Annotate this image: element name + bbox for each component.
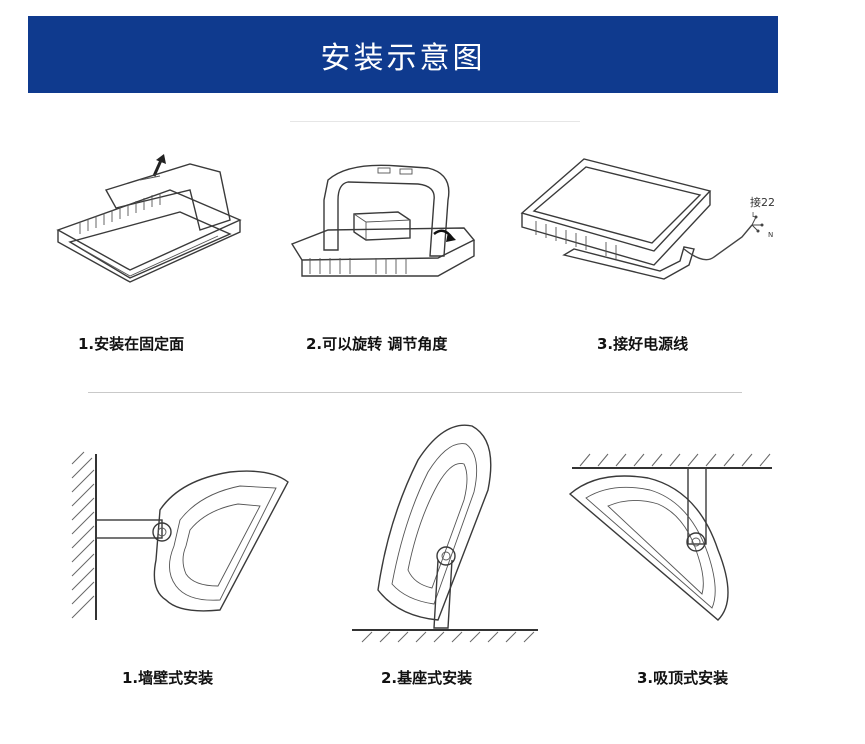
wiring-label: 接22 (750, 196, 775, 209)
wall-mount-illustration (71, 451, 289, 620)
wire-letter-n: N (768, 231, 774, 239)
ceiling-mount-illustration (568, 453, 772, 621)
section-divider (88, 392, 742, 393)
wire-letter-l: L (752, 211, 756, 219)
header-banner: 安装示意图 (28, 16, 778, 93)
step1-illustration (56, 154, 242, 283)
step3-illustration (520, 158, 764, 280)
page-title: 安装示意图 (320, 40, 486, 76)
top-separator (290, 121, 580, 122)
wall-mount-caption: 1.墙壁式安装 (122, 669, 214, 687)
step2-caption: 2.可以旋转 调节角度 (306, 335, 448, 353)
ceiling-mount-caption: 3.吸顶式安装 (637, 669, 729, 687)
step1-caption: 1.安装在固定面 (78, 335, 185, 353)
floor-mount-caption: 2.基座式安装 (381, 669, 473, 687)
floor-mount-illustration (352, 424, 538, 643)
step3-caption: 3.接好电源线 (597, 335, 689, 353)
step2-illustration (290, 164, 476, 277)
